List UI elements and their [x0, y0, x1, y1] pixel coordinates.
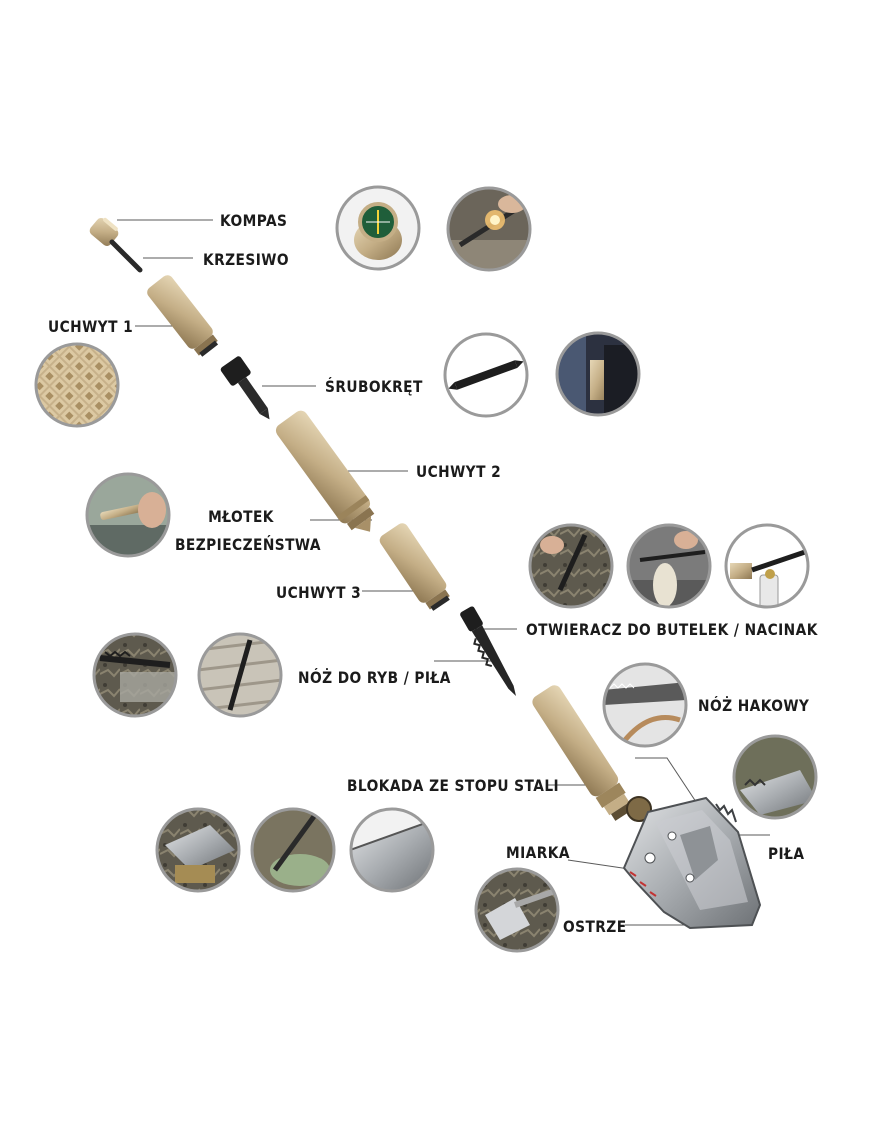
shovel-ground-photo-icon	[155, 807, 241, 893]
screwdriver-bit-photo-icon	[443, 332, 529, 418]
fire-starter-photo-icon	[446, 186, 532, 272]
label-otwieracz: OTWIERACZ DO BUTELEK / NACINAK	[526, 620, 818, 639]
photo-circles	[34, 185, 818, 953]
shovel-soil-photo-icon	[250, 807, 336, 893]
knife-ground-photo-icon	[528, 523, 614, 609]
shovel-edge-photo-icon	[349, 807, 435, 893]
shovel-handle-part	[532, 685, 633, 821]
handle-3-part	[379, 523, 450, 611]
shovel-dig-photo-icon	[474, 867, 560, 953]
handle-1-part	[147, 275, 219, 357]
bottle-opener-photo-icon	[724, 523, 810, 609]
label-noz-hakowy: NÓŻ HAKOWY	[698, 696, 810, 715]
label-ostrze: OSTRZE	[563, 917, 627, 936]
screwdriver-use-photo-icon	[555, 331, 641, 417]
label-mlotek: MŁOTEK	[208, 507, 274, 526]
label-uchwyt-2: UCHWYT 2	[416, 462, 502, 481]
grip-texture-photo-icon	[34, 342, 120, 428]
label-pila: PIŁA	[768, 844, 805, 863]
fish-knife-saw-part	[460, 606, 516, 696]
screwdriver-part	[220, 356, 270, 420]
label-miarka: MIARKA	[506, 843, 570, 862]
saw-cutting-photo-icon	[626, 523, 712, 609]
label-blokada: BLOKADA ZE STOPU STALI	[347, 776, 560, 795]
compass-photo-icon	[335, 185, 421, 271]
label-kompas: KOMPAS	[220, 211, 288, 230]
fire-starter-part	[109, 239, 143, 273]
label-noz-do-ryb: NÓŻ DO RYB / PIŁA	[298, 668, 451, 687]
shovel-blade-part	[622, 796, 762, 930]
hook-knife-photo-icon	[602, 662, 688, 748]
label-srubokret: ŚRUBOKRĘT	[325, 377, 423, 396]
label-krzesiwo: KRZESIWO	[203, 250, 289, 269]
label-bezpieczenstwa: BEZPIECZEŃSTWA	[175, 535, 321, 554]
steel-lock-part	[626, 796, 652, 822]
label-uchwyt-3: UCHWYT 3	[276, 583, 362, 602]
hammer-photo-icon	[85, 472, 171, 558]
fish-knife-photo-icon	[92, 632, 178, 718]
tool-exploded-view	[89, 217, 762, 930]
shovel-saw-photo-icon	[732, 734, 818, 820]
compass-cap-part	[89, 217, 119, 246]
handle-2-part	[275, 410, 375, 532]
saw-wood-photo-icon	[197, 632, 283, 718]
label-uchwyt-1: UCHWYT 1	[48, 317, 134, 336]
